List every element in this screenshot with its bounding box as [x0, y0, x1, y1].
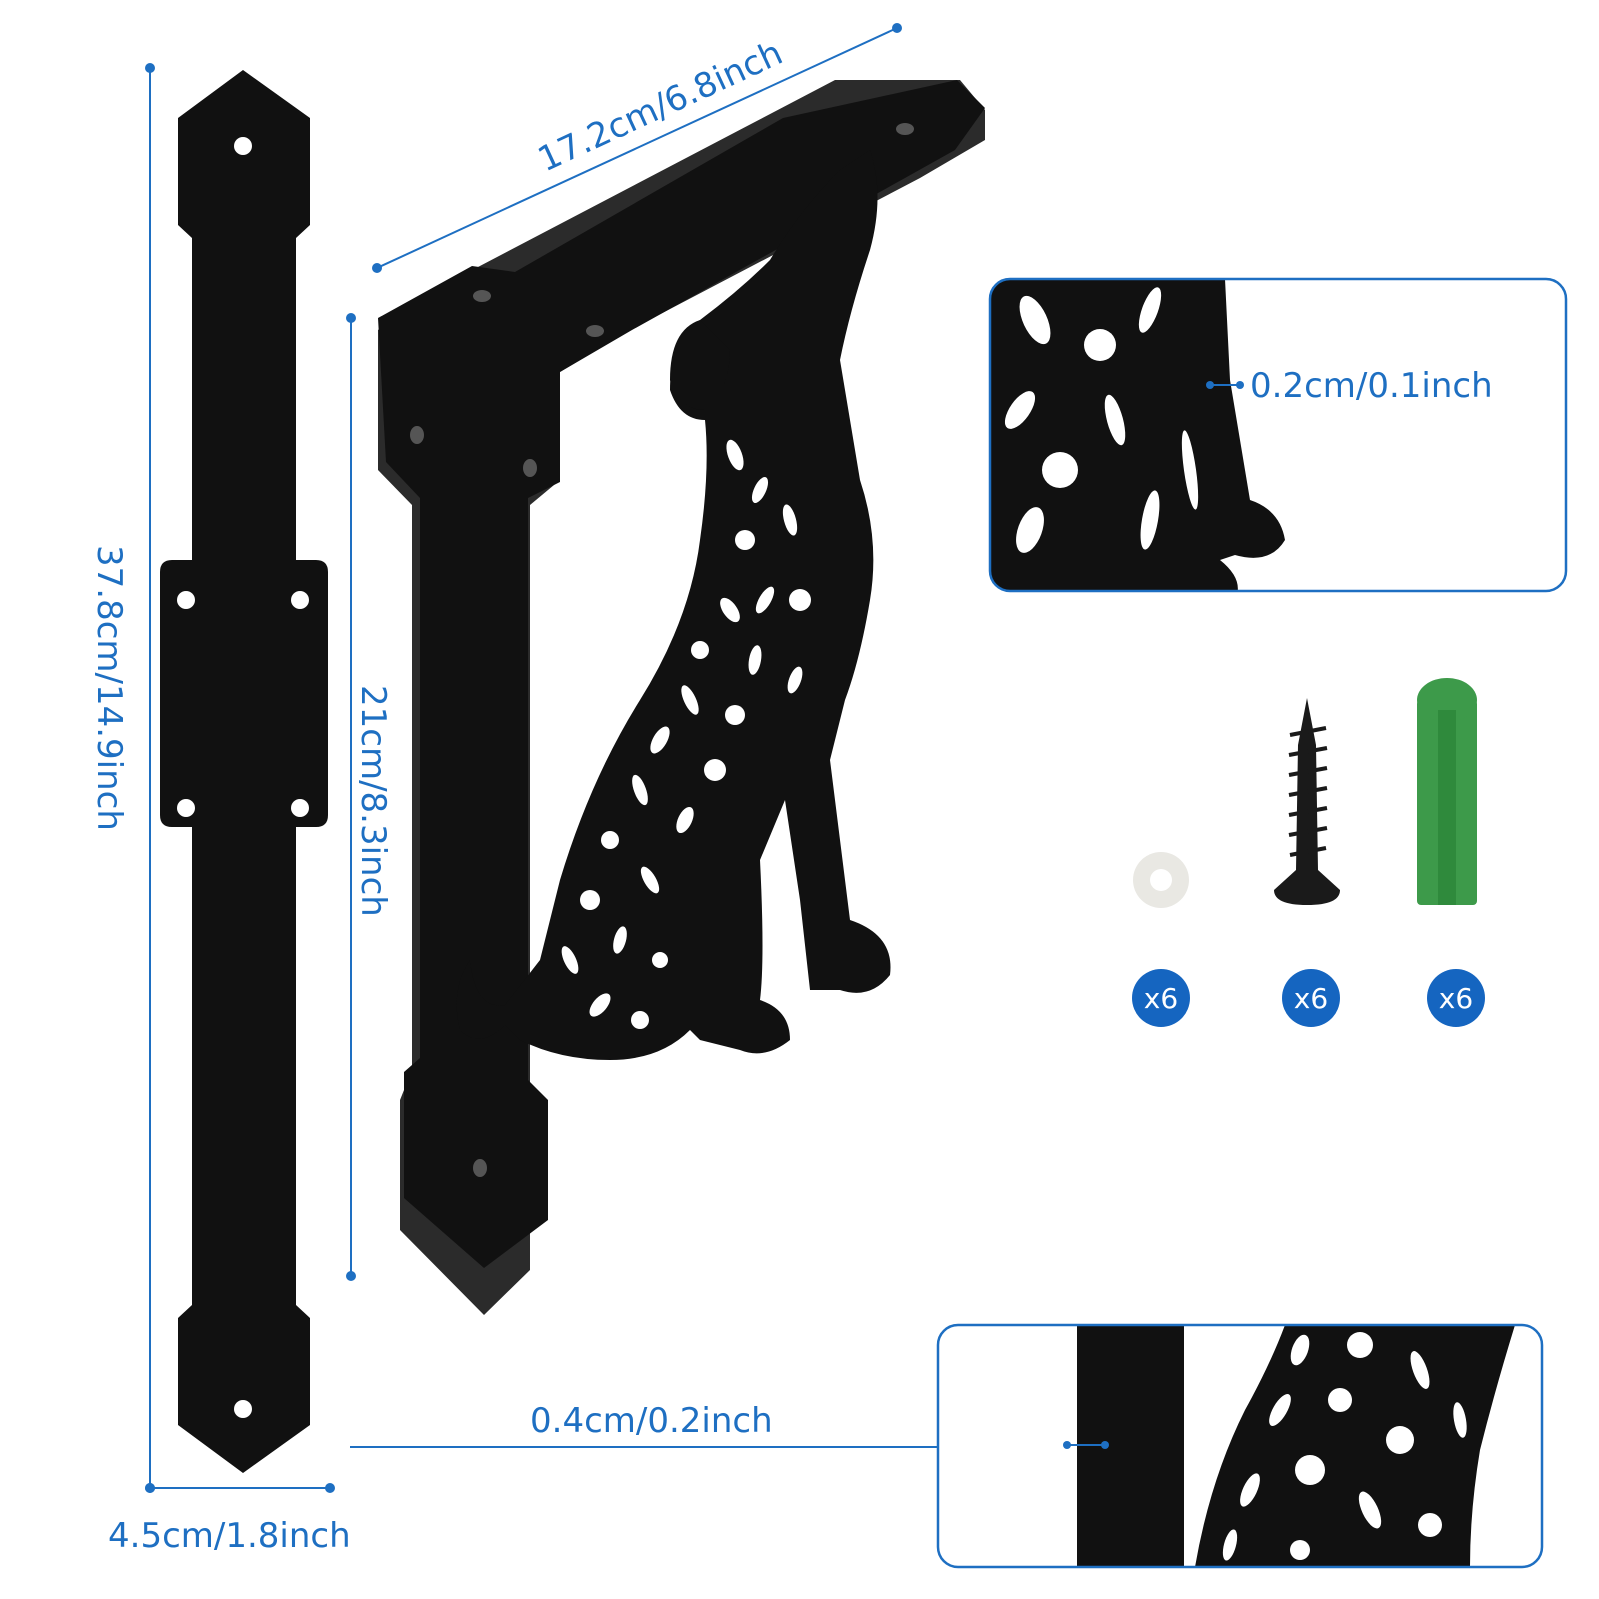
- bracket-side-dimension: 21cm/8.3inch: [346, 313, 393, 1281]
- quantity-badge-washer: x6: [1132, 969, 1190, 1027]
- strap-hole: [234, 137, 252, 155]
- strap-hole: [291, 591, 309, 609]
- bracket-hole: [586, 325, 604, 337]
- svg-text:x6: x6: [1439, 982, 1473, 1015]
- bracket-thickness-dimension: 0.4cm/0.2inch: [350, 1401, 938, 1448]
- wall-anchor: [1417, 678, 1477, 905]
- strap-width-label: 4.5cm/1.8inch: [108, 1516, 351, 1556]
- strap-hole: [291, 799, 309, 817]
- bracket-hole: [473, 1159, 487, 1177]
- bracket-side-label: 21cm/8.3inch: [353, 685, 393, 917]
- washer: [1133, 852, 1189, 908]
- svg-text:x6: x6: [1294, 982, 1328, 1015]
- flat-strap: [160, 70, 328, 1473]
- bracket-hole: [896, 123, 914, 135]
- strap-hole: [177, 799, 195, 817]
- strap-hole: [177, 591, 195, 609]
- bracket-hole: [523, 459, 537, 477]
- quantity-badge-screw: x6: [1282, 969, 1340, 1027]
- screw: [1274, 698, 1340, 905]
- bracket-thickness-label: 0.4cm/0.2inch: [530, 1401, 773, 1441]
- strap-hole: [234, 1400, 252, 1418]
- dog-bracket: [378, 80, 985, 1315]
- strap-width-dimension: 4.5cm/1.8inch: [108, 1483, 351, 1556]
- dog-silhouette: [456, 150, 891, 1060]
- cutout-thickness-label: 0.2cm/0.1inch: [1250, 366, 1493, 406]
- strap-length-dimension: 37.8cm/14.9inch: [89, 63, 155, 1493]
- detail-box-top: 0.2cm/0.1inch: [988, 277, 1568, 593]
- svg-text:x6: x6: [1144, 982, 1178, 1015]
- strap-length-label: 37.8cm/14.9inch: [89, 545, 129, 831]
- bracket-hole: [410, 426, 424, 444]
- detail-box-bottom: [936, 1323, 1544, 1569]
- quantity-badge-anchor: x6: [1427, 969, 1485, 1027]
- bracket-hole: [473, 290, 491, 302]
- dog-pattern: [561, 439, 811, 1029]
